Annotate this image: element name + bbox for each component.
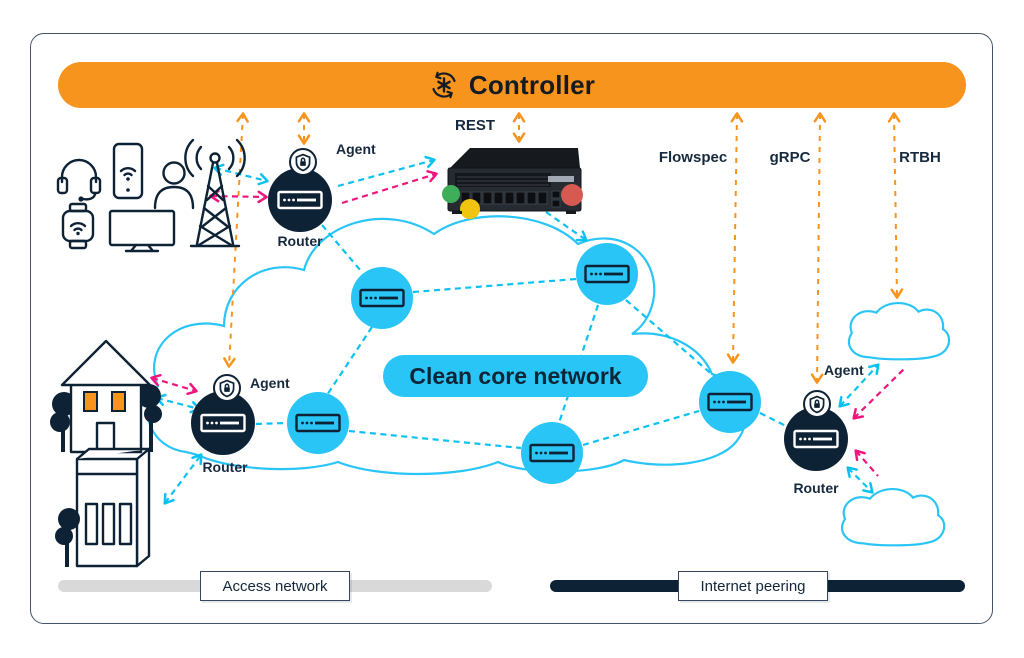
smartphone-icon [112, 142, 144, 200]
core-router-node-2 [576, 243, 638, 305]
core-router-node-1 [351, 267, 413, 329]
rest-label: REST [454, 117, 495, 134]
router-icon [529, 443, 575, 463]
agent-badge-peering [803, 390, 831, 418]
office-building-icon [55, 447, 151, 568]
rtbh-label: RTBH [899, 149, 941, 166]
smartwatch-icon [61, 202, 95, 250]
router-icon [793, 429, 839, 449]
controller-links [223, 112, 904, 384]
router-icon [200, 413, 246, 433]
agent-label-peering: Agent [824, 362, 864, 378]
traffic-arrows [150, 155, 905, 505]
headset-icon [56, 158, 102, 202]
core-network-pill: Clean core network [383, 355, 648, 397]
router-label-top: Router [277, 233, 323, 249]
tv-icon [108, 209, 176, 253]
shield-lock-icon [295, 153, 311, 171]
agent-label-left: Agent [250, 375, 290, 391]
access-router-top [268, 168, 332, 232]
core-router-node-3 [287, 392, 349, 454]
rest-server-appliance [442, 148, 583, 219]
core-mesh-links [255, 211, 787, 450]
person-icon [153, 161, 195, 210]
house-icon [50, 339, 162, 454]
access-network-label: Access network [222, 577, 328, 595]
internet-peering-label-box: Internet peering [678, 571, 828, 601]
access-network-label-box: Access network [200, 571, 350, 601]
router-label-peering: Router [793, 480, 839, 496]
controller-label: Controller [468, 69, 596, 100]
agent-label-top: Agent [336, 141, 376, 157]
shield-lock-icon [219, 379, 235, 397]
internet-peering-label: Internet peering [700, 577, 806, 595]
shield-lock-icon [809, 395, 825, 413]
router-icon [359, 288, 405, 308]
sync-asterisk-icon [432, 71, 456, 99]
cell-tower-icon [184, 138, 246, 248]
core-router-node-5 [699, 371, 761, 433]
internet-cloud-top-icon [847, 302, 951, 361]
controller-bar: Controller [58, 62, 966, 108]
agent-badge-left [213, 374, 241, 402]
agent-badge-top [289, 148, 317, 176]
router-icon [277, 190, 323, 210]
router-icon [295, 413, 341, 433]
internet-cloud-bottom-icon [840, 487, 946, 547]
core-router-node-4 [521, 422, 583, 484]
router-label-left: Router [202, 459, 248, 475]
grpc-label: gRPC [769, 149, 811, 166]
flowspec-label: Flowspec [658, 149, 728, 166]
router-icon [584, 264, 630, 284]
router-icon [707, 392, 753, 412]
